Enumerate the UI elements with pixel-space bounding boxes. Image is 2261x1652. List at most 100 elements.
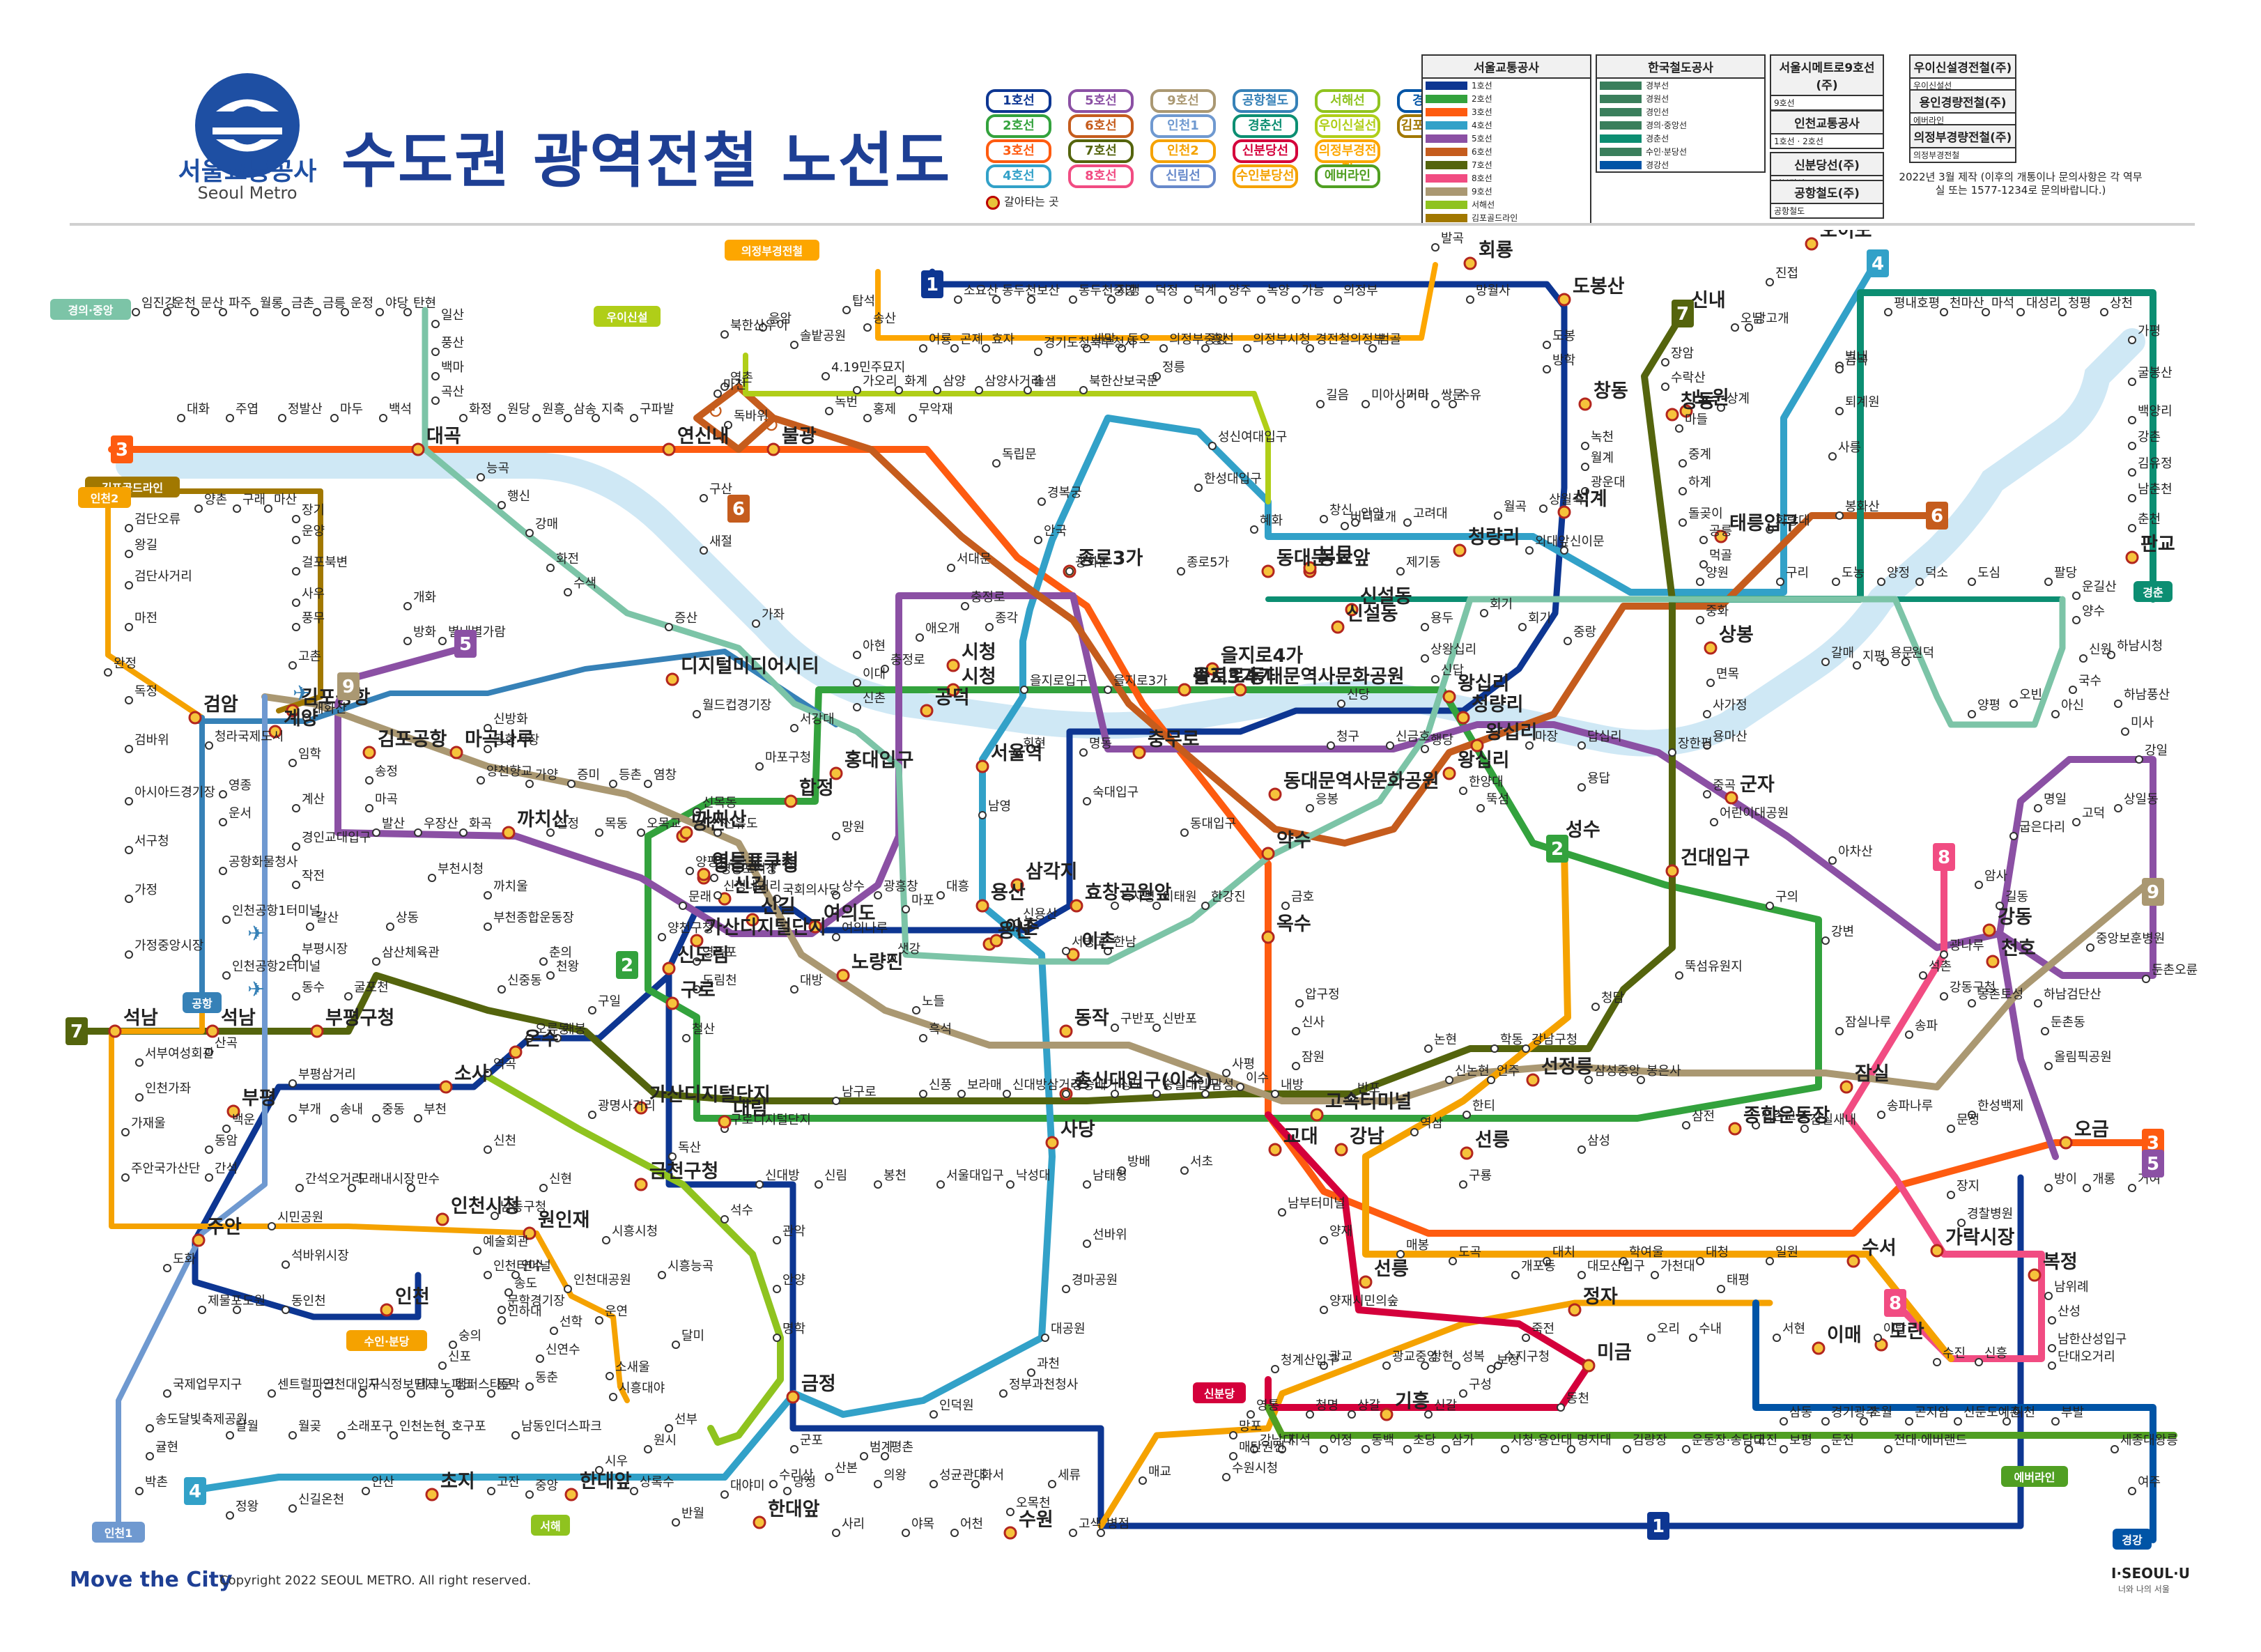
station-name: 녹천 [1591,430,1614,445]
station-name: 경기도청북부청사 [1044,336,1136,350]
station-name: 동막 [497,1377,520,1392]
station-dot [1382,1361,1391,1370]
station-name: 공항시장 [493,733,539,748]
station-name: 동암 [215,1134,238,1148]
station-name: 북한산보국문 [1089,374,1158,389]
station-name: 가산디지털단지 [705,917,826,939]
station-dot [1487,1076,1495,1084]
station-dot [497,1316,506,1325]
station-name: 양재시민의숲 [1329,1294,1398,1309]
station-name: 한대앞 [580,1471,632,1492]
station-name: 방배 [1127,1155,1150,1169]
airplane-icon: ✈ [247,922,265,946]
station-dot [1034,348,1042,356]
station-name: 부천시청 [438,862,484,877]
station-dot [2125,550,2139,564]
line-chip: 인천2 [1150,139,1216,163]
station-name: 수원 [1019,1509,1054,1531]
station-name: 수유 [1458,388,1481,403]
station-name: 흥선 [1211,332,1234,347]
station-name: 보산 [1037,284,1060,298]
station-dot [288,661,297,670]
operator-line: 서해선 [1423,198,1590,211]
station-dot [1832,578,1840,586]
station-name: 청구 [1336,729,1359,744]
station-name: 사리 [842,1517,865,1531]
operator-name: 서울교통공사 [1423,56,1590,79]
station-name: 종로3가 [1193,666,1258,688]
station-name: 구의 [1775,890,1798,904]
station-name: 왕길 [134,538,157,553]
station-name: 여주 [2138,1475,2161,1490]
station-dot [288,1114,297,1122]
station-dot [1661,358,1669,366]
station-dot [825,407,833,415]
station-name: 애오개 [925,622,960,636]
operator-box: 우이신설경전철(주)우이신설선 [1909,54,2016,93]
station-name: 삼가 [1451,1433,1474,1448]
station-name: 일산 [441,308,464,323]
station-name: 용문 [1890,646,1913,661]
station-name: 대흥 [946,879,969,894]
station-dot [929,1480,938,1488]
station-dot [1445,1076,1453,1084]
station-name: 상계 [1727,392,1750,406]
station-dot [564,414,572,422]
station-name: 을지로4가 [1193,666,1275,688]
station-dot [439,1080,453,1094]
station-name: 경인교대입구 [302,831,371,845]
line-number-marker [1672,300,1694,327]
station-name: 예술회관 [483,1235,529,1249]
station-dot [595,1466,603,1474]
station-dot [1152,1024,1161,1032]
station-name: 청량리 [1468,527,1520,548]
line-name-tag-label: 수인·분당 [364,1335,410,1348]
page-title: 수도권 광역전철 노선도 [341,126,952,196]
station-dot [1668,748,1676,757]
station-dot [1717,403,1725,412]
station-name: 달월 [236,1419,258,1434]
station-name: 임학 [298,747,321,762]
station-name: 회룡 [1479,240,1513,261]
station-dot [1968,578,1976,586]
station-name: 신풍 [929,1078,952,1093]
station-dot [1271,1365,1279,1373]
station-name: 판교 [2140,534,2175,555]
station-dot [1996,902,2004,910]
station-name: 서울대입구 [946,1168,1004,1183]
i-seoul-u-tagline: 너와 나의 서울 [2118,1584,2170,1594]
line-number-marker [1926,502,1948,530]
loop-direction-icon: ↻ [763,414,779,437]
operator-line: 1호선 · 2호선 [1774,137,1823,146]
station-dot [1470,739,1484,752]
station-name: 송도달빛축제공원 [155,1412,247,1427]
station-name: 가양 [535,768,558,782]
station-name: 고속터미널 [1325,1091,1412,1113]
station-dot [658,933,666,941]
station-name: 광교중앙 [1392,1350,1438,1364]
station-name: 인천논현 [399,1419,445,1434]
station-name: 진접 [1775,266,1798,281]
station-dot [414,1114,422,1122]
station-name: 청평 [2068,296,2091,311]
station-dot [1930,1244,1944,1258]
station-name: 여의나루 [842,921,888,936]
station-dot [821,372,830,380]
line-number-label: 9 [2147,882,2159,903]
station-name: 중동 [382,1102,405,1117]
station-dot [1201,344,1210,353]
station-name: 신논현 [1455,1064,1490,1079]
rail-line [185,261,1878,1495]
station-dot [222,916,231,924]
station-name: 개봉 [563,1022,586,1037]
line-number-label: 8 [1938,847,1950,868]
line-name-tag-label: 경춘 [2143,586,2163,599]
station-dot [1045,1136,1059,1150]
station-dot [205,1173,213,1182]
line-name-tag [531,1515,570,1536]
station-dot [1696,616,1704,624]
station-dot [337,1431,346,1439]
station-name: 김포공항 [301,687,371,709]
station-name: 백양리 [2138,404,2173,419]
station-name: 경기광주 [1831,1405,1877,1420]
